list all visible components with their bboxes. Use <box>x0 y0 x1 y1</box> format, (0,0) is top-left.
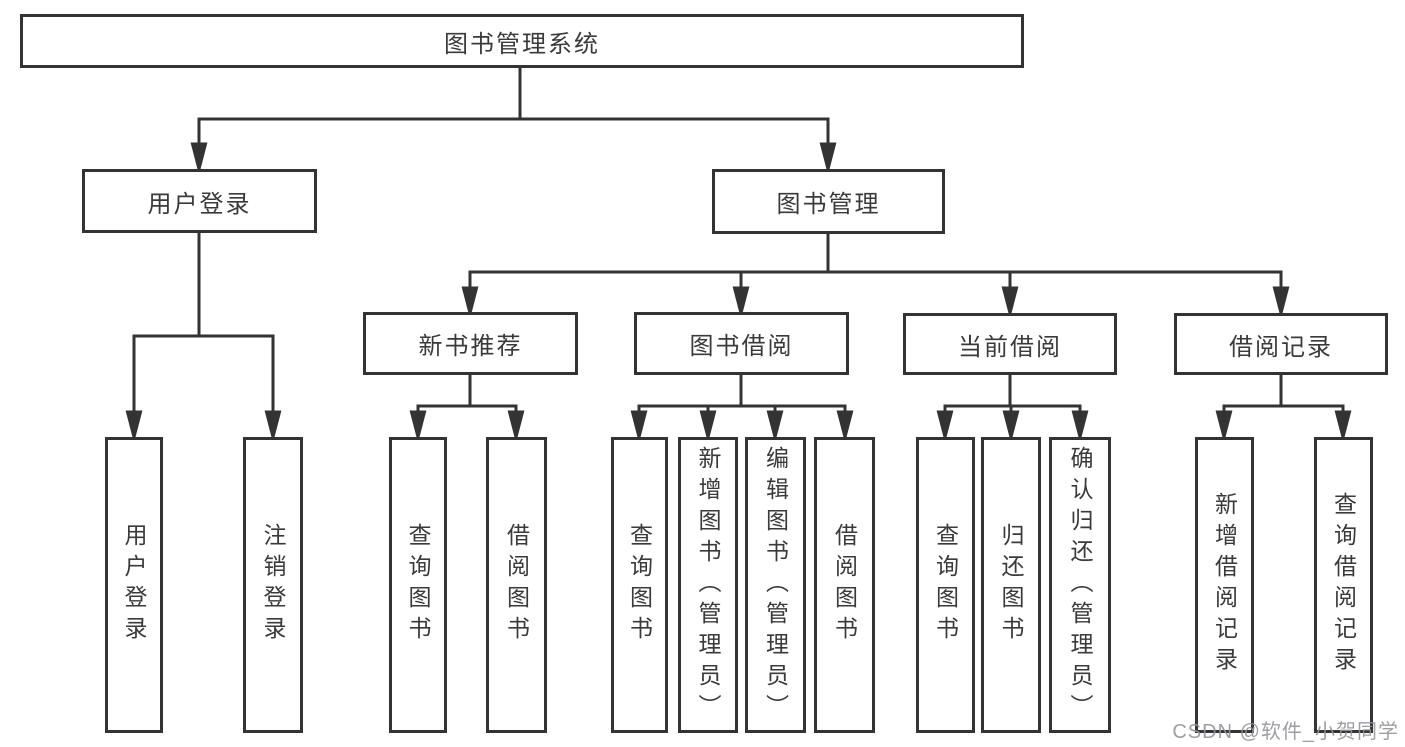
leaf-logout: 注销登录 <box>243 437 303 733</box>
leaf-query-books-borrowing: 查询图书 <box>611 437 668 733</box>
node-root-library-system: 图书管理系统 <box>20 14 1024 68</box>
node-root-label: 图书管理系统 <box>444 30 600 58</box>
leaf-add-borrow-record: 新增借阅记录 <box>1195 437 1254 733</box>
node-current-borrowing: 当前借阅 <box>903 313 1117 375</box>
node-book-borrowing: 图书借阅 <box>634 312 849 375</box>
leaf-user-login: 用户登录 <box>105 437 163 733</box>
node-borrowing-records: 借阅记录 <box>1174 313 1388 375</box>
leaf-borrow-books-recommend: 借阅图书 <box>486 437 547 733</box>
leaf-confirm-return-admin: 确认归还（管理员） <box>1049 437 1111 733</box>
leaf-borrow-books-recommend-label: 借阅图书 <box>503 523 530 647</box>
leaf-query-borrow-record-label: 查询借阅记录 <box>1330 492 1357 678</box>
leaf-confirm-return-admin-label: 确认归还（管理员） <box>1067 445 1093 725</box>
leaf-return-books-label: 归还图书 <box>998 523 1024 647</box>
node-new-book-recommend-label: 新书推荐 <box>418 333 523 360</box>
leaf-add-books-admin: 新增图书（管理员） <box>678 437 738 733</box>
node-current-borrowing-label: 当前借阅 <box>958 333 1062 361</box>
leaf-query-books-current-label: 查询图书 <box>932 523 959 647</box>
leaf-query-books-current: 查询图书 <box>916 437 975 733</box>
node-book-management-label: 图书管理 <box>776 191 881 218</box>
node-borrowing-records-label: 借阅记录 <box>1229 333 1333 361</box>
node-book-borrowing-label: 图书借阅 <box>689 333 794 360</box>
leaf-edit-books-admin: 编辑图书（管理员） <box>745 437 806 733</box>
leaf-query-books-recommend-label: 查询图书 <box>405 523 431 647</box>
leaf-return-books: 归还图书 <box>981 437 1041 733</box>
leaf-user-login-label: 用户登录 <box>121 523 147 647</box>
node-new-book-recommend: 新书推荐 <box>363 312 578 375</box>
node-user-login-label: 用户登录 <box>147 190 252 218</box>
leaf-borrow-books: 借阅图书 <box>814 437 875 733</box>
leaf-edit-books-admin-label: 编辑图书（管理员） <box>762 445 789 725</box>
leaf-add-borrow-record-label: 新增借阅记录 <box>1211 492 1238 678</box>
leaf-add-books-admin-label: 新增图书（管理员） <box>695 445 721 725</box>
csdn-watermark: CSDN @软件_小贺同学 <box>1172 721 1399 743</box>
leaf-logout-label: 注销登录 <box>260 523 286 647</box>
leaf-query-borrow-record: 查询借阅记录 <box>1314 437 1373 733</box>
leaf-query-books-recommend: 查询图书 <box>389 437 447 733</box>
leaf-query-books-borrowing-label: 查询图书 <box>626 523 653 647</box>
node-user-login: 用户登录 <box>82 169 317 233</box>
node-book-management: 图书管理 <box>712 169 945 234</box>
leaf-borrow-books-label: 借阅图书 <box>831 523 858 647</box>
